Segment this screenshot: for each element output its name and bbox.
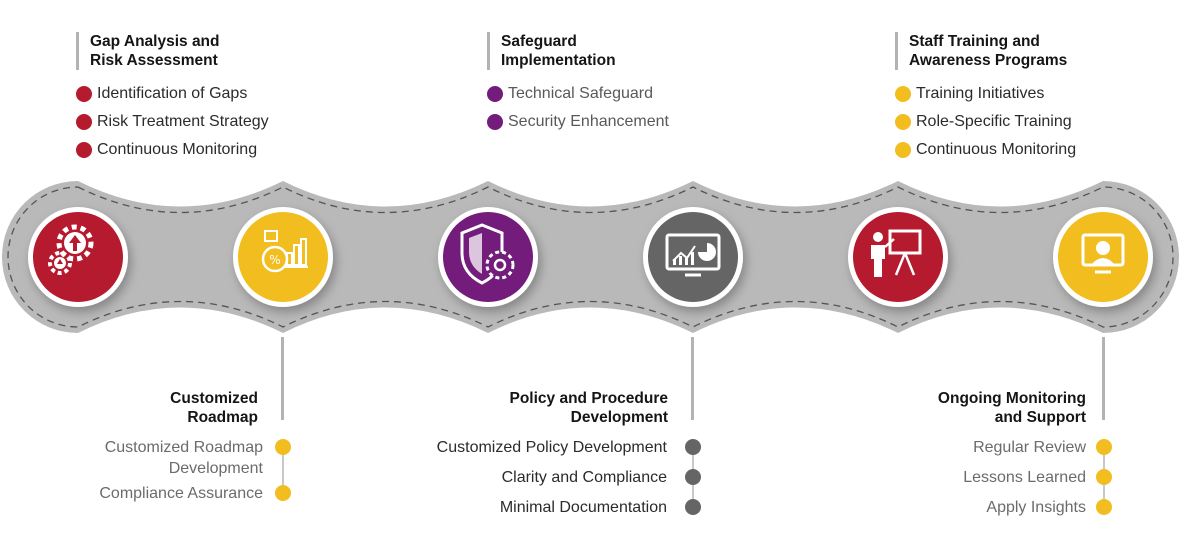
stage-circle-4 [643,207,743,307]
list-item-label: Continuous Monitoring [916,141,1077,158]
bullet-dot [685,469,701,485]
band-shape [2,181,1179,333]
stage-fill [238,212,328,302]
bullet-dot [487,114,503,130]
list-item-label: Apply Insights [986,499,1086,516]
bullet-dot [76,114,92,130]
list-item-label: Minimal Documentation [499,499,667,516]
list-item-label: Regular Review [973,439,1086,456]
list-item: Identification of Gaps [76,80,269,108]
bullet-dot [487,86,503,102]
dashboard-monitor-icon [665,233,721,277]
stage-fill [853,212,943,302]
list-item-label: Technical Safeguard [508,85,653,102]
bullet-dot [685,499,701,515]
band-dash-outline [7,186,1174,328]
list-item-label: Compliance Assurance [99,485,263,502]
section-gap-analysis: Gap Analysis and Risk Assessment Identif… [76,32,269,164]
list-item: Continuous Monitoring [76,136,269,164]
stage-fill [1058,212,1148,302]
bullet-dot [1096,439,1112,455]
presenter-board-icon [871,229,922,277]
bullet-dot [895,142,911,158]
analytics-chart-icon: % [261,230,308,273]
user-monitor-icon [1081,233,1125,274]
stage-circle-5 [848,207,948,307]
shield-gear-icon [460,223,515,285]
stage-circle-1 [28,207,128,307]
bullet-dot [275,485,291,501]
list-item: Risk Treatment Strategy [76,108,269,136]
gears-upload-icon [48,224,94,275]
bullet-dot [685,439,701,455]
bullet-dot [895,86,911,102]
bullet-dot [1096,499,1112,515]
list-item-label: Continuous Monitoring [97,141,258,158]
bullet-dot [895,114,911,130]
bullet-dot [76,86,92,102]
list-item: Training Initiatives [895,80,1076,108]
connector-line [691,337,694,420]
list-item-label: Customized Roadmap Development [104,439,263,477]
bullet-dot [275,439,291,455]
list-item-label: Risk Treatment Strategy [97,113,269,130]
list-item: Security Enhancement [487,108,669,136]
svg-text:%: % [269,253,280,267]
bullet-stem [282,447,284,493]
section-title: Safeguard Implementation [487,32,669,70]
list-item-label: Clarity and Compliance [501,469,667,486]
stage-circle-2: % [233,207,333,307]
section-title: Policy and Procedure Development [509,390,669,426]
list-item-label: Role-Specific Training [916,113,1072,130]
section-title: Customized Roadmap [170,390,258,426]
section-staff-training: Staff Training and Awareness Programs Tr… [895,32,1076,164]
list-item-label: Identification of Gaps [97,85,248,102]
stage-fill [443,212,533,302]
bullet-dot [1096,469,1112,485]
list-item: Continuous Monitoring [895,136,1076,164]
connector-line [1102,337,1105,420]
stage-circle-6 [1053,207,1153,307]
stage-circle-3 [438,207,538,307]
list-item: Technical Safeguard [487,80,669,108]
list-item-label: Training Initiatives [916,85,1045,102]
list-item-label: Customized Policy Development [436,439,667,456]
section-title: Staff Training and Awareness Programs [895,32,1076,70]
section-safeguard: Safeguard Implementation Technical Safeg… [487,32,669,136]
list-item-label: Security Enhancement [508,113,669,130]
list-item: Role-Specific Training [895,108,1076,136]
section-title: Ongoing Monitoring and Support [937,390,1086,426]
bullet-dot [76,142,92,158]
section-title: Gap Analysis and Risk Assessment [76,32,269,70]
connector-line [281,337,284,420]
list-item-label: Lessons Learned [963,469,1086,486]
